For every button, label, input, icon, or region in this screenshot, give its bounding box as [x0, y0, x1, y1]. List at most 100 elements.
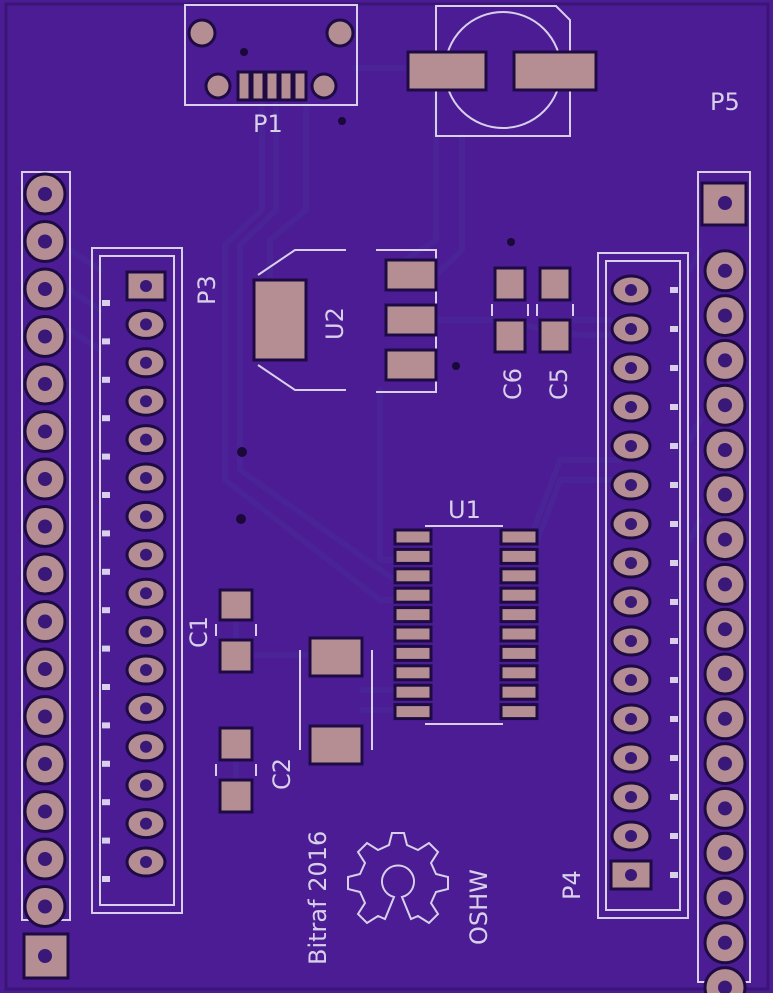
- copper-trace: [527, 477, 623, 563]
- capacitor-c1: [215, 588, 257, 674]
- header-pin-hole: [140, 395, 152, 408]
- header-tick: [670, 716, 678, 722]
- copper-trace: [527, 457, 623, 543]
- header-pin-hole: [718, 443, 732, 457]
- header-pin-hole: [38, 804, 52, 819]
- header-pin-hole: [38, 852, 52, 866]
- header-tick: [670, 755, 678, 761]
- header-pin-hole: [625, 557, 637, 569]
- capacitor-c2: [215, 726, 257, 814]
- header-pin-hole: [38, 614, 52, 629]
- header-pin-hole: [38, 282, 52, 296]
- header-pin-hole: [718, 935, 732, 950]
- header-pin-hole: [625, 596, 637, 608]
- header-pin-hole: [140, 510, 152, 523]
- header-pin-hole: [140, 318, 152, 331]
- header-pin-hole: [38, 187, 52, 201]
- header-pin-hole: [718, 398, 732, 413]
- header-pin-hole: [625, 401, 637, 413]
- header-tick: [102, 876, 110, 882]
- copper-trace: [67, 287, 103, 313]
- header-pin: [703, 966, 747, 993]
- credit-text: Bitraf 2016: [304, 831, 332, 965]
- header-tick: [670, 599, 678, 605]
- header-pin-hole: [718, 891, 732, 905]
- header-tick: [670, 833, 678, 839]
- u1-pin: [393, 703, 433, 721]
- header-pin-hole: [38, 234, 52, 249]
- header-pin-hole: [625, 869, 637, 881]
- copper-trace: [67, 327, 103, 353]
- header-pin-hole: [140, 548, 152, 561]
- u1-pin: [499, 547, 539, 565]
- header-pin-hole: [718, 622, 732, 637]
- header-tick: [670, 482, 678, 488]
- u1-pin: [393, 664, 433, 682]
- regulator-u2: [252, 249, 460, 393]
- header-tick: [670, 872, 678, 878]
- header-p5-left: [21, 171, 71, 980]
- board-outline: [4, 2, 770, 991]
- header-pin-hole: [718, 756, 732, 771]
- header-tick: [670, 638, 678, 644]
- u1-pin: [499, 625, 539, 643]
- header-tick: [670, 326, 678, 332]
- header-pin-hole: [625, 635, 637, 647]
- header-tick: [670, 287, 678, 293]
- label-c2: C2: [268, 758, 296, 790]
- capacitor-c6: [491, 266, 529, 354]
- header-tick: [102, 568, 110, 575]
- oshw-text: OSHW: [465, 869, 493, 945]
- header-pin-hole: [718, 711, 732, 726]
- header-pin-hole: [625, 791, 637, 803]
- header-tick: [670, 794, 678, 800]
- copper-trace: [222, 97, 413, 603]
- header-tick: [670, 404, 678, 410]
- header-tick: [102, 530, 110, 537]
- header-p4: [597, 252, 689, 919]
- label-p5: P5: [710, 88, 740, 116]
- header-outline: [91, 247, 183, 914]
- header-pin-hole: [38, 519, 52, 534]
- u1-pin: [393, 547, 433, 565]
- header-pin-hole: [140, 587, 152, 600]
- header-tick: [102, 722, 110, 729]
- open-source-hardware-gear-icon: [347, 832, 449, 925]
- header-tick: [102, 453, 110, 460]
- header-tick: [670, 365, 678, 371]
- header-tick: [670, 677, 678, 683]
- header-pin-hole: [38, 329, 52, 344]
- header-tick: [102, 492, 110, 498]
- header-inner-outline: [99, 255, 175, 906]
- header-pin-hole: [625, 518, 637, 530]
- label-u2: U2: [321, 307, 349, 340]
- header-tick: [102, 376, 110, 383]
- header-pin-hole: [140, 472, 152, 484]
- u1-pin: [393, 567, 433, 585]
- u1-pin: [499, 664, 539, 682]
- header-pin-hole: [718, 801, 732, 816]
- header-pin-hole: [625, 362, 637, 374]
- header-tick: [102, 607, 110, 614]
- header-tick: [102, 645, 110, 652]
- header-pin-hole: [718, 196, 732, 210]
- label-p1: P1: [253, 110, 283, 138]
- usb-connector-p1: [184, 4, 358, 106]
- header-pin-hole: [625, 440, 637, 452]
- copper-trace: [267, 97, 309, 283]
- header-pin-hole: [625, 479, 637, 491]
- label-c5: C5: [545, 368, 573, 400]
- header-pin-hole: [718, 487, 732, 502]
- u1-pin: [499, 644, 539, 662]
- u1-pin: [393, 528, 433, 546]
- header-pin-hole: [718, 532, 732, 547]
- header-pin-hole: [718, 980, 732, 993]
- header-tick: [102, 415, 110, 422]
- header-right: [697, 171, 751, 993]
- label-p4: P4: [558, 870, 586, 900]
- header-pin-hole: [625, 674, 637, 686]
- header-pin-hole: [38, 899, 52, 914]
- header-pin-hole: [140, 280, 152, 292]
- header-pin-hole: [140, 433, 152, 446]
